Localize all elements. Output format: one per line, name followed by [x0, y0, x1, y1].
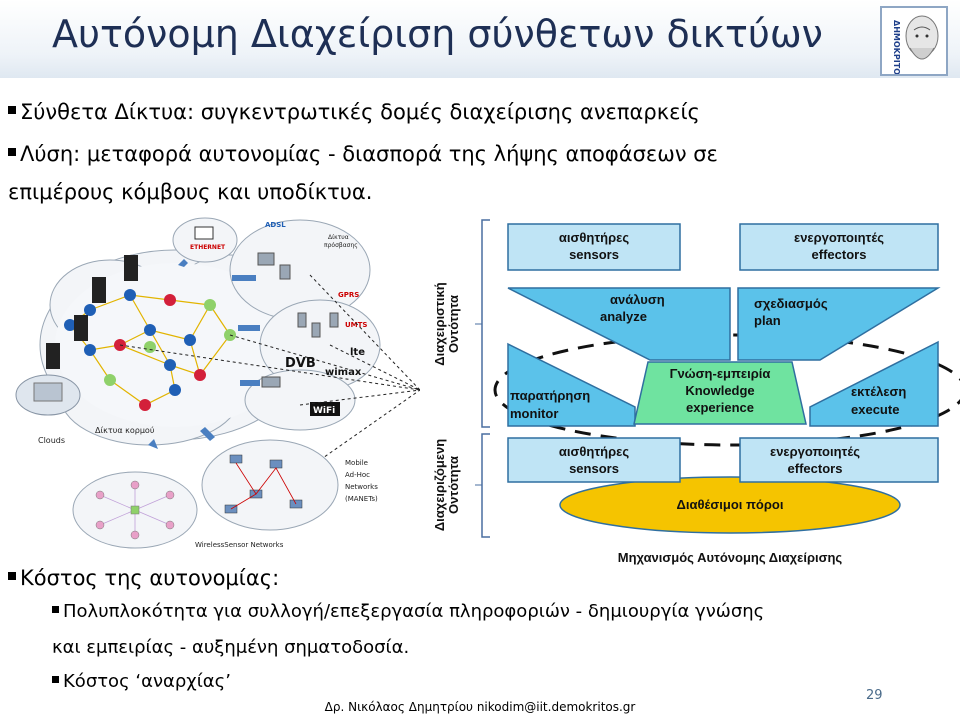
svg-text:αισθητήρες: αισθητήρες	[559, 230, 629, 245]
svg-text:GPRS: GPRS	[338, 291, 359, 299]
svg-text:monitor: monitor	[510, 406, 558, 421]
svg-text:Networks: Networks	[345, 483, 378, 491]
svg-text:Ad-Hoc: Ad-Hoc	[345, 471, 370, 479]
managing-entity-label: ΔιαχειριστικήΟντότητα	[432, 282, 461, 365]
dashed-connectors	[119, 274, 420, 461]
bottom-sensors-box	[507, 437, 681, 483]
managing-bracket	[481, 219, 490, 428]
svg-text:DVB: DVB	[285, 356, 316, 371]
svg-text:effectors: effectors	[788, 461, 843, 476]
core-network-label: Δίκτυα κορμού	[95, 425, 155, 435]
demokritos-logo: ΔΗΜΟΚΡΙΤΟΣ	[880, 6, 948, 80]
svg-text:πρόσβασης: πρόσβασης	[324, 242, 358, 249]
svg-text:ΔΗΜΟΚΡΙΤΟΣ: ΔΗΜΟΚΡΙΤΟΣ	[892, 20, 901, 74]
svg-text:ενεργοποιητές: ενεργοποιητές	[794, 230, 884, 245]
svg-text:(MANETs): (MANETs)	[345, 495, 378, 503]
svg-text:effectors: effectors	[812, 247, 867, 262]
clouds-icon: Clouds	[15, 374, 81, 445]
svg-text:analyze: analyze	[600, 309, 647, 324]
svg-text:Γνώση-εμπειρία: Γνώση-εμπειρία	[670, 366, 771, 381]
svg-text:Mobile: Mobile	[345, 459, 368, 467]
svg-text:sensors: sensors	[569, 247, 619, 262]
svg-text:ανάλυση: ανάλυση	[610, 292, 665, 307]
bullet-solution: Λύση: μεταφορά αυτονομίας - διασπορά της…	[8, 142, 718, 166]
resources-label: Διαθέσιμοι πόροι	[677, 497, 784, 512]
svg-text:plan: plan	[754, 313, 781, 328]
svg-text:UMTS: UMTS	[345, 321, 367, 329]
bullet-solution-continued: επιμέρους κόμβους και υποδίκτυα.	[8, 180, 373, 204]
cost-item-complexity: Πολυπλοκότητα για συλλογή/επεξεργασία πλ…	[52, 601, 764, 622]
cost-item-anarchy: Κόστος ‘αναρχίας’	[52, 671, 231, 692]
link-arrows	[148, 259, 260, 449]
svg-text:Clouds: Clouds	[38, 436, 65, 445]
network-illustration: Clouds Δίκτυα κορμού ETHERNET ADSL Δίκτυ…	[15, 217, 420, 549]
page-number: 29	[866, 688, 883, 703]
svg-text:ETHERNET: ETHERNET	[190, 244, 226, 251]
svg-text:wimax: wimax	[325, 367, 362, 378]
svg-text:execute: execute	[851, 402, 899, 417]
resources-ellipse	[559, 476, 901, 534]
svg-text:παρατήρηση: παρατήρηση	[510, 388, 590, 403]
top-effectors-box	[739, 223, 939, 271]
svg-text:experience: experience	[686, 400, 754, 415]
svg-text:σχεδιασμός: σχεδιασμός	[754, 296, 828, 311]
bottom-effectors-box	[739, 437, 939, 483]
control-loop-ring	[493, 333, 960, 447]
manet-cloud	[201, 439, 339, 531]
svg-text:WiFi: WiFi	[313, 406, 335, 416]
monitor-shape	[507, 342, 636, 427]
knowledge-shape	[633, 361, 807, 425]
cost-heading: Κόστος της αυτονομίας:	[8, 566, 279, 590]
svg-text:lte: lte	[350, 347, 365, 358]
footer-author: Δρ. Νικόλαος Δημητρίου nikodim@iit.demok…	[324, 700, 636, 714]
execute-shape	[809, 340, 939, 427]
device-icons	[257, 252, 339, 388]
svg-text:ADSL: ADSL	[265, 221, 286, 229]
svg-text:Knowledge: Knowledge	[685, 383, 754, 398]
svg-text:Δίκτυα: Δίκτυα	[328, 234, 349, 241]
title-bar	[0, 0, 960, 78]
svg-text:WirelessSensor Networks: WirelessSensor Networks	[195, 541, 284, 549]
core-nodes	[64, 289, 236, 411]
cost-item-complexity-continued: και εμπειρίας - αυξημένη σηματοδοσία.	[52, 637, 410, 658]
analyze-shape	[507, 287, 731, 361]
plan-shape	[737, 287, 941, 361]
svg-text:αισθητήρες: αισθητήρες	[559, 444, 629, 459]
svg-text:εκτέλεση: εκτέλεση	[851, 384, 906, 399]
autonomic-diagram: ΔιαχειριστικήΟντότητα ΔιαχειριζόμενηΟντό…	[432, 219, 960, 565]
ethernet-cloud	[172, 217, 238, 263]
managed-entity-label: ΔιαχειριζόμενηΟντότητα	[432, 439, 461, 531]
diagram-caption: Μηχανισμός Αυτόνομης Διαχείρισης	[618, 550, 843, 565]
server-icons	[46, 255, 138, 369]
svg-text:sensors: sensors	[569, 461, 619, 476]
svg-text:ενεργοποιητές: ενεργοποιητές	[770, 444, 860, 459]
bullet-complex-networks: Σύνθετα Δίκτυα: συγκεντρωτικές δομές δια…	[8, 100, 700, 124]
managed-bracket	[481, 433, 490, 538]
slide-title: Αυτόνομη Διαχείριση σύνθετων δικτύων	[52, 12, 823, 56]
top-sensors-box	[507, 223, 681, 271]
